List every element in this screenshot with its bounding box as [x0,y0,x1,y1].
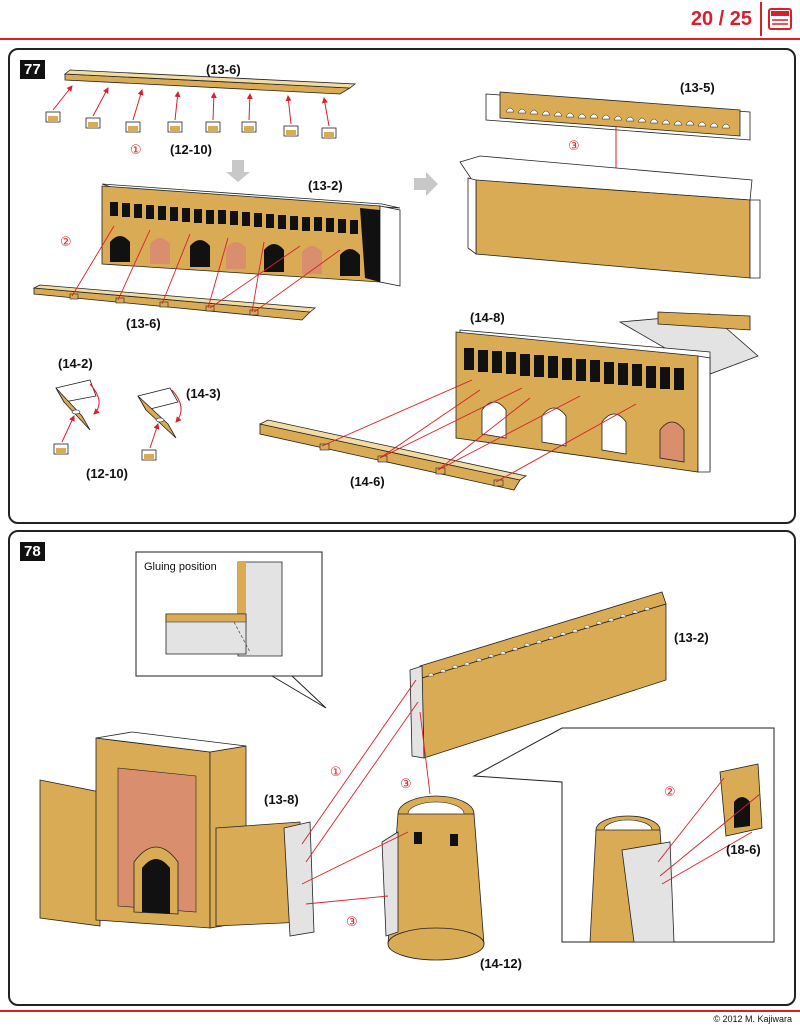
wall-plain [459,155,761,279]
marker-2-step78: ② [664,785,676,800]
arrows-detail [657,777,761,885]
label-14-6: (14-6) [350,474,385,489]
gluing-position-title: Gluing position [144,561,217,573]
wall-13-2-lower-arches [110,236,360,276]
wall-14-8 [455,311,759,473]
label-13-2-step78: (13-2) [674,630,709,645]
header-rule [0,38,800,40]
marker-1-step78: ① [330,765,342,780]
page-number: 20 / 25 [690,8,752,30]
battlement-13-5 [485,91,751,141]
detail-inset [472,727,775,943]
down-arrow-icon [226,160,250,182]
gatehouse-13-8 [39,731,315,937]
menu-button[interactable] [760,2,796,36]
marker-1: ① [130,143,142,158]
arrows-beam-to-wall [71,225,341,313]
bracket-14-3 [137,387,182,461]
label-13-8: (13-8) [264,792,299,807]
marker-3: ③ [568,139,580,154]
label-12-10-bottom: (12-10) [86,466,128,481]
wall-13-2-upper-arches [110,202,358,234]
arrows-14-6-to-14-8 [321,379,637,483]
label-18-6: (18-6) [726,842,761,857]
beam-13-6-bottom [32,284,317,321]
marker-2: ② [60,235,72,250]
label-14-3: (14-3) [186,386,221,401]
copyright: © 2012 M. Kajiwara [713,1014,792,1024]
label-13-5: (13-5) [680,80,715,95]
beam-14-6 [258,419,528,491]
label-14-2: (14-2) [58,356,93,371]
bracket-14-2 [53,379,100,455]
tower-14-12 [381,795,485,961]
step-77-panel: 77 [8,48,796,524]
step-78-panel: 78 Gluing position [8,530,796,1006]
label-13-6-bottom: (13-6) [126,316,161,331]
label-14-8: (14-8) [470,310,505,325]
marker-3b-step78: ③ [346,915,358,930]
label-14-12: (14-12) [480,956,522,971]
footer-rule [0,1010,800,1012]
step-78-badge: 78 [20,542,45,561]
right-arrow-icon [414,172,438,196]
beam-13-6-top [63,69,357,95]
marker-3a-step78: ③ [400,777,412,792]
blocks-12-10 [45,111,337,139]
arrows-step78 [301,679,431,905]
book-icon [768,8,792,30]
label-13-6-top: (13-6) [206,62,241,77]
step-78-illustration: Gluing position (13-2) [39,551,775,971]
arrows-blocks-to-beam [52,85,330,127]
wall-13-2-step78 [409,591,667,759]
label-13-2: (13-2) [308,178,343,193]
step-77-illustration: (13-6) ① (12-10) [32,62,761,491]
gluing-inset [135,551,327,709]
step-77-badge: 77 [20,60,45,79]
label-12-10-top: (12-10) [170,142,212,157]
